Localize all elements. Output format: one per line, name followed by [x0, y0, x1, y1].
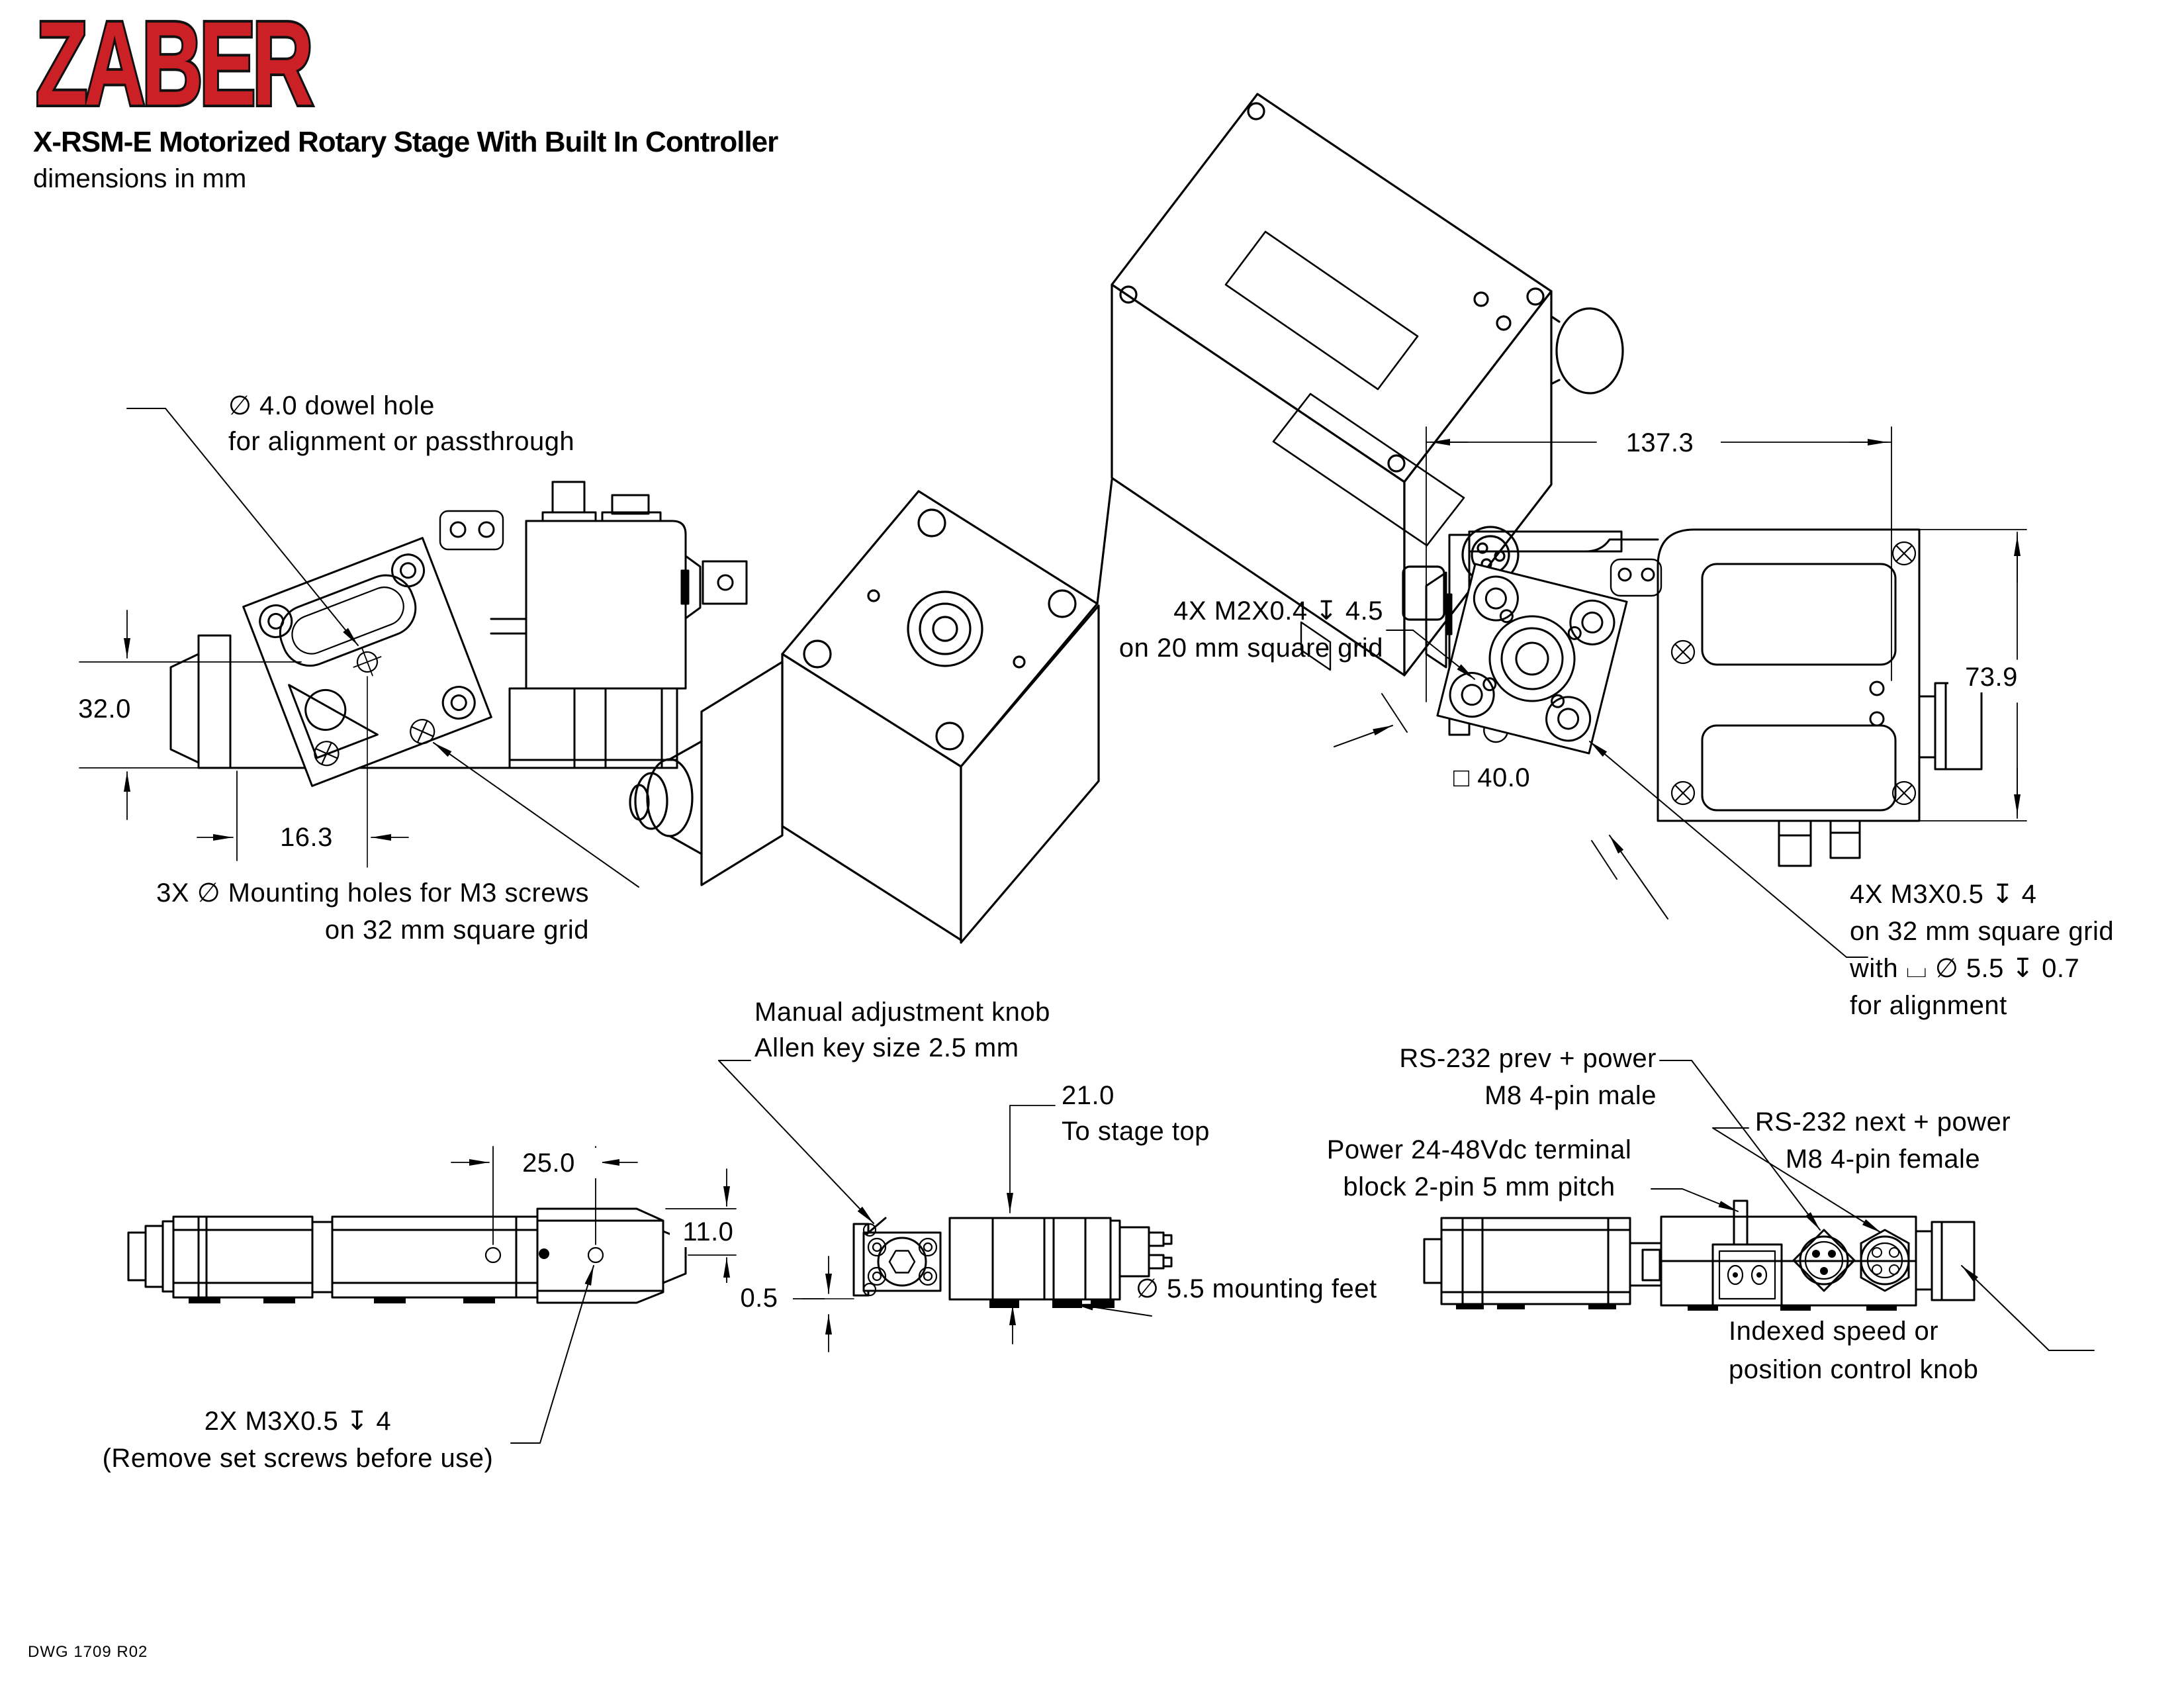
rear-dim-137-3-label: 137.3 [1599, 428, 1721, 458]
front-view [79, 408, 748, 888]
drawing-number: DWG 1709 R02 [28, 1643, 148, 1661]
connector-rs232-next-note-line1: RS-232 next + power [1754, 1107, 2011, 1137]
side-dim-0-5-label: 0.5 [725, 1283, 793, 1313]
isometric-product-view [629, 93, 1624, 944]
side-stage-top-label: To stage top [1062, 1117, 1210, 1146]
top-dim-25-label: 25.0 [495, 1148, 602, 1178]
page-title: X-RSM-E Motorized Rotary Stage With Buil… [33, 126, 778, 158]
rear-m3-note-line2: on 32 mm square grid [1850, 917, 2115, 946]
top-dim-11-label: 11.0 [670, 1217, 747, 1247]
zaber-logo: ZABER [36, 7, 312, 119]
connector-indexed-knob-note-line1: Indexed speed or [1729, 1317, 1939, 1346]
zaber-logo-box: ZABER [32, 0, 320, 133]
side-view [718, 1060, 1173, 1352]
top-setscrew-note-line1: 2X M3X0.5 ↧ 4 [204, 1407, 392, 1436]
side-knob-note-line1: Manual adjustment knob [754, 998, 1050, 1027]
rear-square-40-label: □ 40.0 [1453, 763, 1531, 792]
rear-dim-73-9-label: 73.9 [1948, 662, 2034, 692]
page-subtitle: dimensions in mm [33, 164, 247, 193]
connector-indexed-knob-note-line2: position control knob [1729, 1355, 1979, 1384]
top-setscrew-note-line2: (Remove set screws before use) [102, 1444, 494, 1473]
connector-power-note-line2: block 2-pin 5 mm pitch [1343, 1172, 1615, 1201]
front-dim-16-3-label: 16.3 [248, 822, 365, 853]
rear-view [1334, 426, 2027, 958]
front-dowel-note-line1: ∅ 4.0 dowel hole [228, 391, 435, 420]
connector-view [1423, 1060, 2095, 1351]
connector-rs232-prev-note-line1: RS-232 prev + power [1399, 1044, 1657, 1073]
side-dim-21-label: 21.0 [1062, 1081, 1115, 1110]
front-dowel-note-line2: for alignment or passthrough [228, 427, 575, 456]
side-knob-note-line2: Allen key size 2.5 mm [754, 1033, 1019, 1062]
rear-m3-note-line3: with ⌴ ∅ 5.5 ↧ 0.7 [1850, 954, 2080, 983]
rear-m3-note-line4: for alignment [1850, 991, 2007, 1020]
front-mounting-note-line2: on 32 mm square grid [324, 915, 589, 945]
top-view [127, 1146, 737, 1444]
connector-rs232-next-note-line2: M8 4-pin female [1785, 1145, 1981, 1174]
side-feet-note: ∅ 5.5 mounting feet [1136, 1274, 1377, 1303]
connector-rs232-prev-note-line2: M8 4-pin male [1484, 1081, 1657, 1110]
front-dim-32-label: 32.0 [61, 694, 148, 724]
rear-m2-note-line1: 4X M2X0.4 ↧ 4.5 [1173, 596, 1383, 626]
rear-m3-note-line1: 4X M3X0.5 ↧ 4 [1850, 880, 2037, 909]
rear-m2-note-line2: on 20 mm square grid [1118, 633, 1383, 663]
front-mounting-note-line1: 3X ∅ Mounting holes for M3 screws [156, 878, 589, 908]
connector-power-note-line1: Power 24-48Vdc terminal [1326, 1135, 1632, 1164]
